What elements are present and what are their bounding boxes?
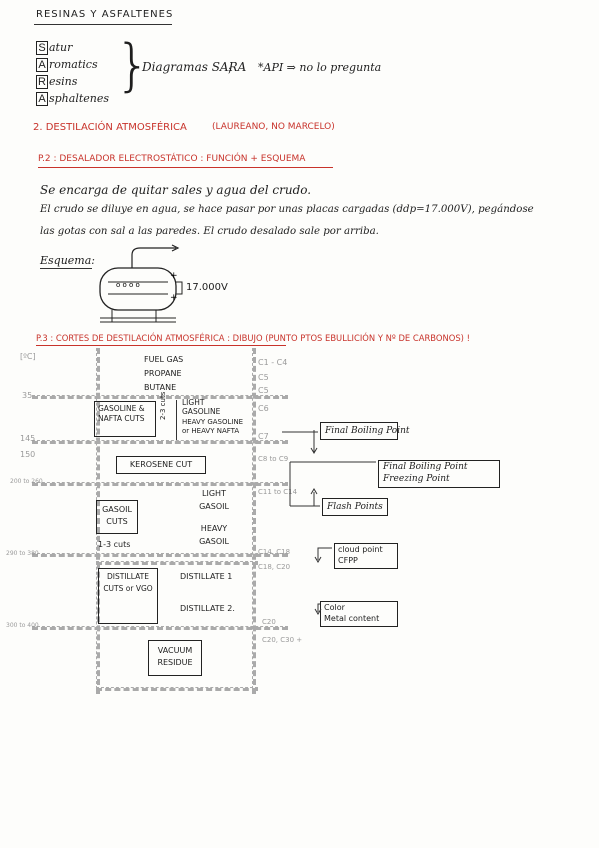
heavy-gasoline: HEAVY GASOLINE or HEAVY NAFTA xyxy=(182,418,244,435)
section2-subtitle: (LAUREANO, NO MARCELO) xyxy=(212,122,335,132)
sara-letter-a: A xyxy=(36,58,48,72)
carbon-c18c20: C18, C20 xyxy=(258,563,291,571)
carbon-c8c9: C8 to C9 xyxy=(258,455,289,463)
sara-word-resins: esins xyxy=(49,75,78,88)
temp-145: 145 xyxy=(20,434,36,443)
grid-line-145 xyxy=(32,440,288,444)
column-right-edge xyxy=(252,348,256,694)
gasoil-box: GASOIL CUTS xyxy=(96,500,138,534)
temp-150: 150 xyxy=(20,450,36,459)
heavy-gasoil: HEAVY GASOIL xyxy=(199,524,229,546)
gasoline-box: GASOLINE & NAFTA CUTS xyxy=(94,401,156,437)
kerosene-label: KEROSENE CUT xyxy=(129,460,193,469)
light-gasoil: LIGHT GASOIL xyxy=(199,489,229,511)
carbon-c20c30: C20, C30 + xyxy=(262,636,303,644)
temp-200: 200 to 260 xyxy=(10,478,43,485)
p2-line1: Se encarga de quitar sales y agua del cr… xyxy=(40,183,312,197)
temp-35: 35 xyxy=(22,391,33,400)
kerosene-box: KEROSENE CUT xyxy=(116,456,206,474)
gasoil-box-label: GASOIL CUTS xyxy=(102,505,132,526)
carbon-c11c14: C11 to C14 xyxy=(258,488,298,496)
temp-unit: [ºC] xyxy=(20,352,36,361)
p2-line2: El crudo se diluye en agua, se hace pasa… xyxy=(40,204,534,215)
p3-title: P.3 : CORTES DE DESTILACIÓN ATMOSFÉRICA … xyxy=(36,333,470,343)
carbon-c20: C20 xyxy=(262,618,276,626)
sara-label: Diagramas SARA xyxy=(142,60,247,74)
distillate-box-label: DISTILLATE CUTS or VGO xyxy=(103,572,153,593)
gasoline-box-label: GASOLINE & NAFTA CUTS xyxy=(98,404,145,423)
sara-letter-a2: A xyxy=(36,92,48,106)
sara-word-aromatics: romatics xyxy=(49,58,98,71)
vacuum-label: VACUUM RESIDUE xyxy=(157,646,193,667)
grid-line-35 xyxy=(32,395,288,399)
fuel-gas: FUEL GAS xyxy=(144,355,184,364)
semicolon: ; xyxy=(228,64,232,75)
p2-underline xyxy=(38,167,333,168)
distillate-2: DISTILLATE 2. xyxy=(180,604,235,613)
title-underline xyxy=(34,24,172,25)
carbon-c14c18: C14, C18 xyxy=(258,548,291,556)
sara-letter-s: S xyxy=(36,41,48,55)
annot-color-metal: Color Metal content xyxy=(320,601,398,627)
column-bottom xyxy=(96,687,258,691)
temp-290: 290 to 380 xyxy=(6,550,39,557)
sara-note: *API ⇒ no lo pregunta xyxy=(258,61,382,74)
grid-line-300 xyxy=(32,626,288,630)
light-gasoline: LIGHT GASOLINE xyxy=(182,398,221,416)
sara-letter-r: R xyxy=(36,75,48,89)
sara-word-asphaltenes: sphaltenes xyxy=(49,92,110,105)
annot-final-freezing: Final Boiling Point Freezing Point xyxy=(378,460,500,488)
grid-line-inner xyxy=(96,561,258,565)
butane: BUTANE xyxy=(144,383,177,392)
section2-title: 2. DESTILACIÓN ATMOSFÉRICA xyxy=(33,122,187,133)
vacuum-box: VACUUM RESIDUE xyxy=(148,640,202,676)
sara-word-saturates: atur xyxy=(49,41,73,54)
carbon-c1c4: C1 - C4 xyxy=(258,358,288,367)
carbon-c6: C6 xyxy=(258,404,269,413)
voltage-label: 17.000V xyxy=(186,282,228,293)
page-title: RESINAS Y ASFALTENES xyxy=(36,9,174,20)
svg-text:+: + xyxy=(170,293,178,303)
p2-line3: las gotas con sal a las paredes. El crud… xyxy=(40,226,379,237)
svg-text:o o o o: o o o o xyxy=(116,281,140,289)
p2-title: P.2 : DESALADOR ELECTROSTÁTICO : FUNCIÓN… xyxy=(38,154,306,164)
propane: PROPANE xyxy=(144,369,182,378)
annot-flash: Flash Points xyxy=(322,498,388,516)
annot-final-boiling: Final Boiling Point xyxy=(320,422,410,440)
grid-line-200 xyxy=(32,482,288,486)
cuts-1-3: 1-3 cuts xyxy=(98,540,131,549)
carbon-c7: C7 xyxy=(258,432,269,441)
distillate-1: DISTILLATE 1 xyxy=(180,572,233,581)
p3-underline xyxy=(36,345,286,346)
carbon-c5b: C5 xyxy=(258,386,269,395)
svg-text:+: + xyxy=(170,271,178,281)
gasoline-divider xyxy=(176,400,177,440)
annot-cloud: cloud point CFPP xyxy=(334,543,398,569)
esquema-underline xyxy=(40,268,92,269)
brace-icon: } xyxy=(115,33,151,98)
carbon-c5a: C5 xyxy=(258,373,269,382)
esquema-label: Esquema: xyxy=(40,254,96,267)
distillate-box: DISTILLATE CUTS or VGO xyxy=(98,568,158,624)
grid-line-290 xyxy=(32,553,288,557)
temp-300: 300 to 400 xyxy=(6,622,39,629)
